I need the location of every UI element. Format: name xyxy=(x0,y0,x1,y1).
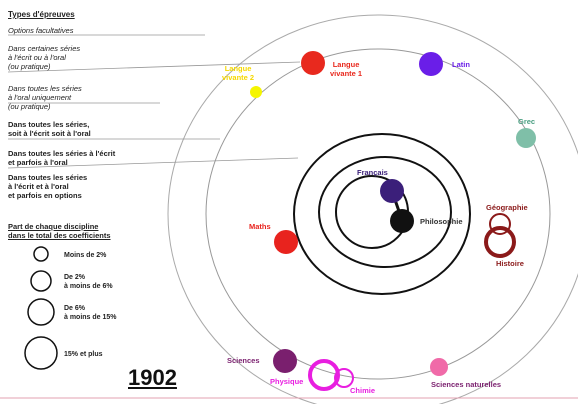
legend-label-15plus: 15% et plus xyxy=(64,351,103,358)
type-label-certaines: Dans certaines séries à l'écrit ou à l'o… xyxy=(8,44,81,71)
ring-ecrit-parfois-oral xyxy=(293,133,471,295)
legend-label-lt2: Moins de 2% xyxy=(64,252,107,259)
bubble-langue-vivante-2 xyxy=(250,86,262,98)
bubble-maths xyxy=(274,230,298,254)
bubble-latin xyxy=(419,52,443,76)
type-label-ecrit-parfois-oral: Dans toutes les séries à l'écrit et parf… xyxy=(8,149,116,167)
label-francais: Français xyxy=(357,168,388,177)
ring-ecrit-oral-options-outer xyxy=(318,156,452,268)
legend-bubble-lt2 xyxy=(33,246,49,262)
label-latin: Latin xyxy=(452,60,470,69)
ring-facultatives xyxy=(167,14,578,409)
label-geographie: Géographie xyxy=(486,203,528,212)
type-label-oral-uniquement: Dans toutes les séries à l'oral uniqueme… xyxy=(8,84,82,111)
legend-label-6-15: De 6% à moins de 15% xyxy=(64,305,117,321)
label-chimie: Chimie xyxy=(350,386,376,395)
type-label-ecrit-ou-oral: Dans toutes les séries, soit à l'écrit s… xyxy=(8,120,91,138)
ring-certaines xyxy=(205,48,551,380)
label-histoire: Histoire xyxy=(496,259,524,268)
year-label: 1902 xyxy=(128,365,177,390)
legend-bubble-15plus xyxy=(24,336,58,370)
bubble-geographie xyxy=(489,213,511,235)
bubble-francais xyxy=(380,179,404,203)
bubble-langue-vivante-1 xyxy=(301,51,325,75)
label-maths: Maths xyxy=(249,222,271,231)
legend-title: Part de chaque discipline dans le total … xyxy=(8,222,111,240)
bubble-philosophie xyxy=(390,209,414,233)
legend-bubble-2-6 xyxy=(30,270,52,292)
label-sciences: Sciences xyxy=(227,356,260,365)
bubble-histoire xyxy=(484,226,516,258)
bubble-grec xyxy=(516,128,536,148)
bubble-physique xyxy=(308,359,340,391)
types-title: Types d'épreuves xyxy=(8,10,75,19)
bubble-sciences xyxy=(273,349,297,373)
type-label-facultatives: Options facultatives xyxy=(8,26,74,35)
label-philosophie: Philosophie xyxy=(420,217,463,226)
label-langue-vivante-2: Langue vivante 2 xyxy=(222,64,255,82)
type-label-ecrit-oral-options: Dans toutes les séries à l'écrit et à l'… xyxy=(8,173,88,200)
legend-label-2-6: De 2% à moins de 6% xyxy=(64,274,113,290)
label-langue-vivante-1: Langue vivante 1 xyxy=(330,60,363,78)
label-sciences-naturelles: Sciences naturelles xyxy=(431,380,502,389)
bubble-chimie xyxy=(334,368,354,388)
label-physique: Physique xyxy=(270,377,304,386)
bubble-sciences-naturelles xyxy=(430,358,448,376)
legend-bubble-6-15 xyxy=(27,298,55,326)
leader-line-ecrit-parfois-oral xyxy=(7,157,299,169)
leader-line-certaines xyxy=(7,61,301,73)
label-grec: Grec xyxy=(518,117,536,126)
